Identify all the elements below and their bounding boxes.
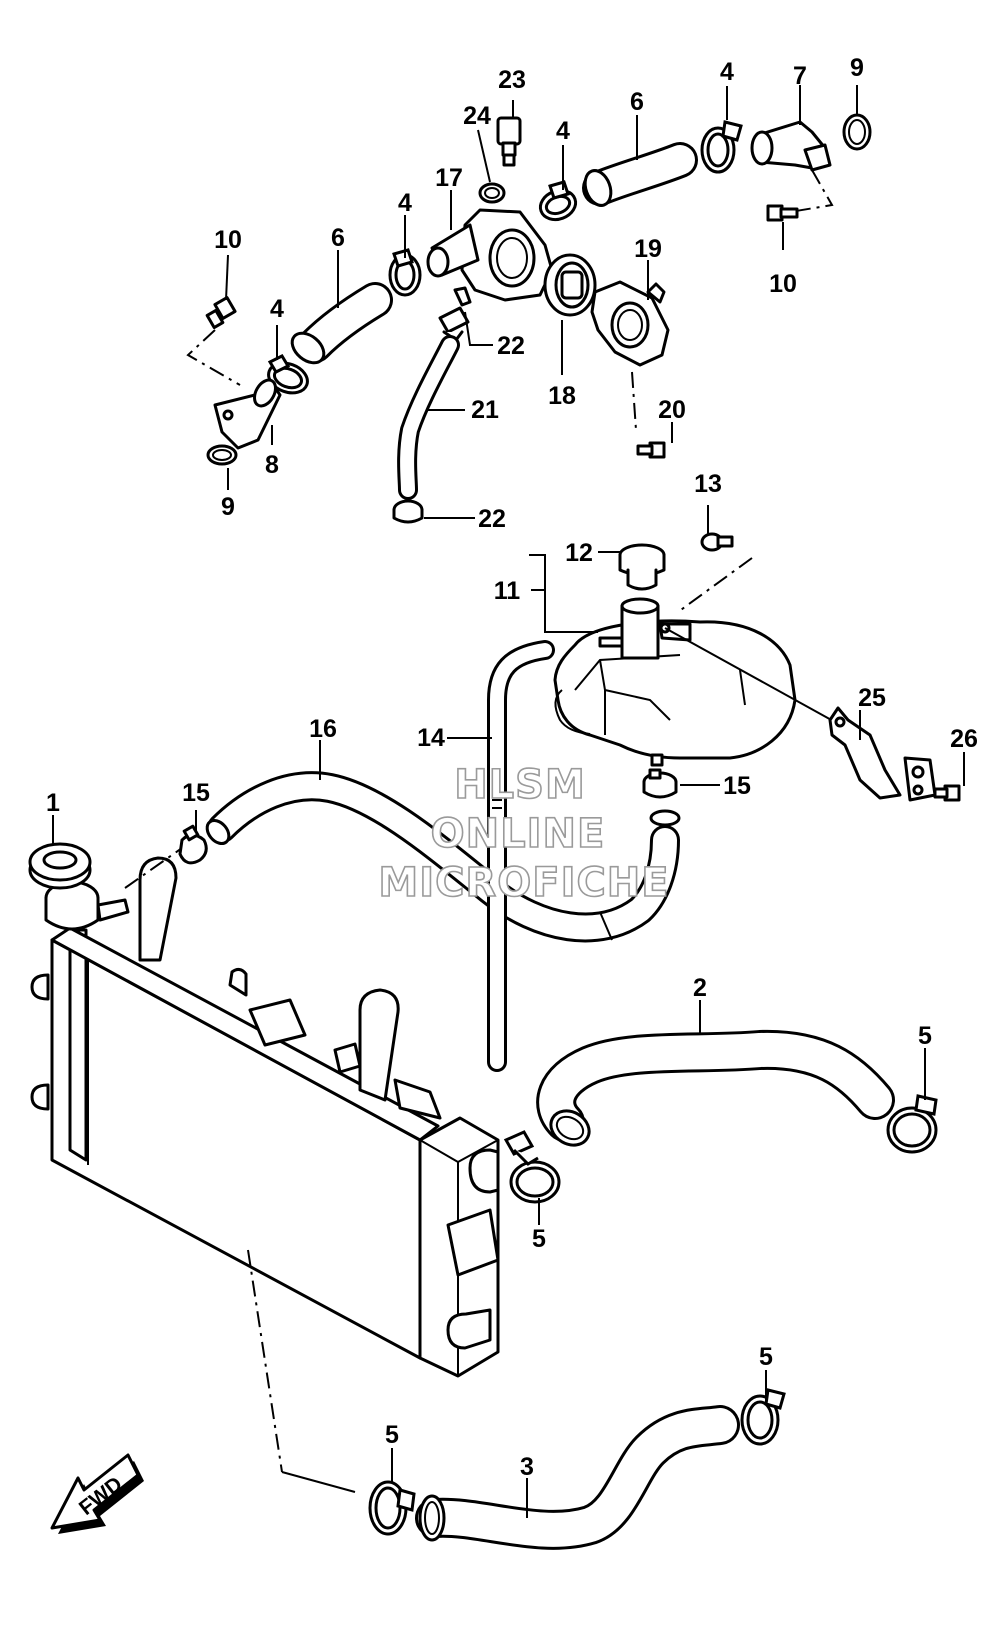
callout-11: 11 — [494, 577, 521, 605]
callout-13: 13 — [694, 470, 722, 498]
bolt10-left-leader — [186, 329, 241, 386]
reservoir-cap — [618, 543, 666, 591]
callout-15b: 15 — [723, 772, 751, 800]
radiator — [30, 856, 500, 1378]
leader-lines — [52, 85, 965, 1518]
callout-21: 21 — [471, 396, 499, 424]
watermark-line2: ONLINE — [431, 811, 606, 857]
callout-1: 1 — [46, 789, 60, 817]
callout-20: 20 — [658, 396, 686, 424]
callout-10a: 10 — [214, 226, 242, 254]
callout-17: 17 — [435, 164, 463, 192]
hose3-leader-end — [281, 1471, 356, 1493]
callout-4c: 4 — [398, 189, 412, 217]
callout-18: 18 — [548, 382, 576, 410]
callout-24: 24 — [463, 102, 491, 130]
callout-labels: 1 2 3 4 4 4 4 5 5 5 5 6 6 7 8 9 9 10 10 … — [46, 54, 978, 1481]
callout-5c: 5 — [759, 1343, 773, 1371]
fwd-arrow: FWD — [50, 1453, 144, 1534]
bolt10-right-leader — [789, 169, 834, 213]
callout-25: 25 — [858, 684, 886, 712]
clamp-15-left — [178, 824, 208, 865]
hose-6-right — [582, 142, 698, 207]
fitting-7 — [750, 120, 832, 172]
cap-leader — [124, 847, 183, 889]
callout-4d: 4 — [270, 295, 284, 323]
clamp-4-fitting8 — [267, 354, 309, 395]
hose-21 — [397, 335, 460, 500]
callout-14: 14 — [417, 724, 445, 752]
clamp-5-hose3-left — [368, 1480, 416, 1536]
bolt-26 — [933, 784, 961, 802]
callout-4a: 4 — [720, 58, 734, 86]
cover-bolt-leader — [631, 371, 637, 431]
watermark-line1: HLSM — [454, 762, 586, 808]
callout-19: 19 — [634, 235, 662, 263]
callout-26: 26 — [950, 725, 978, 753]
radiator-to-hose3-leader — [247, 1249, 283, 1473]
callout-5d: 5 — [385, 1421, 399, 1449]
o-ring-24 — [478, 182, 506, 204]
thermostat — [543, 253, 597, 317]
callout-4b: 4 — [556, 117, 570, 145]
clamp-4-housing-right — [538, 180, 578, 222]
callout-9a: 9 — [850, 54, 864, 82]
hose-16 — [205, 771, 681, 943]
callout-23: 23 — [498, 66, 526, 94]
thermostat-housing — [426, 208, 554, 307]
callout-12: 12 — [565, 539, 593, 567]
callout-6a: 6 — [630, 88, 644, 116]
temperature-sensor — [496, 116, 522, 167]
callout-7: 7 — [793, 62, 807, 90]
callout-9b: 9 — [221, 493, 235, 521]
bolt-20 — [636, 441, 666, 459]
screw13-leader — [677, 557, 753, 613]
hose-14 — [487, 640, 555, 1072]
hose-3 — [415, 1405, 740, 1550]
clamp-5-hose2-right — [886, 1094, 938, 1154]
clamp-5-hose2-left — [503, 1130, 561, 1204]
callout-3: 3 — [520, 1453, 534, 1481]
callout-5b: 5 — [532, 1225, 546, 1253]
callout-22a: 22 — [497, 332, 525, 360]
callout-10b: 10 — [769, 270, 797, 298]
bolt-10-left — [205, 296, 237, 330]
callout-2: 2 — [693, 974, 707, 1002]
callout-5a: 5 — [918, 1022, 932, 1050]
watermark: HLSM ONLINE MICROFICHE — [378, 761, 670, 907]
clamp-15-right — [642, 768, 678, 799]
callout-8: 8 — [265, 451, 279, 479]
watermark-line3: MICROFICHE — [378, 860, 669, 906]
thermostat-cover — [590, 280, 670, 367]
bolt-10-right — [766, 204, 799, 222]
clamp-22-lower — [392, 499, 424, 524]
fitting-8 — [213, 378, 282, 450]
hose-2 — [536, 1029, 895, 1147]
clamp-22-upper — [438, 306, 470, 342]
screw-13 — [700, 532, 734, 552]
callout-15a: 15 — [182, 779, 210, 807]
tank-bracket-line — [664, 627, 836, 723]
callout-22b: 22 — [478, 505, 506, 533]
clamp-4-housing-left — [388, 248, 422, 297]
hose-6-left — [290, 282, 393, 365]
clamp-4-top — [700, 120, 743, 174]
radiator-cap — [28, 842, 92, 890]
clamp-5-hose3-right — [740, 1388, 786, 1446]
reservoir-tank — [553, 597, 797, 767]
callout-16: 16 — [309, 715, 337, 743]
callout-6b: 6 — [331, 224, 345, 252]
bracket-25 — [828, 706, 937, 802]
o-ring-9-left — [206, 444, 238, 466]
